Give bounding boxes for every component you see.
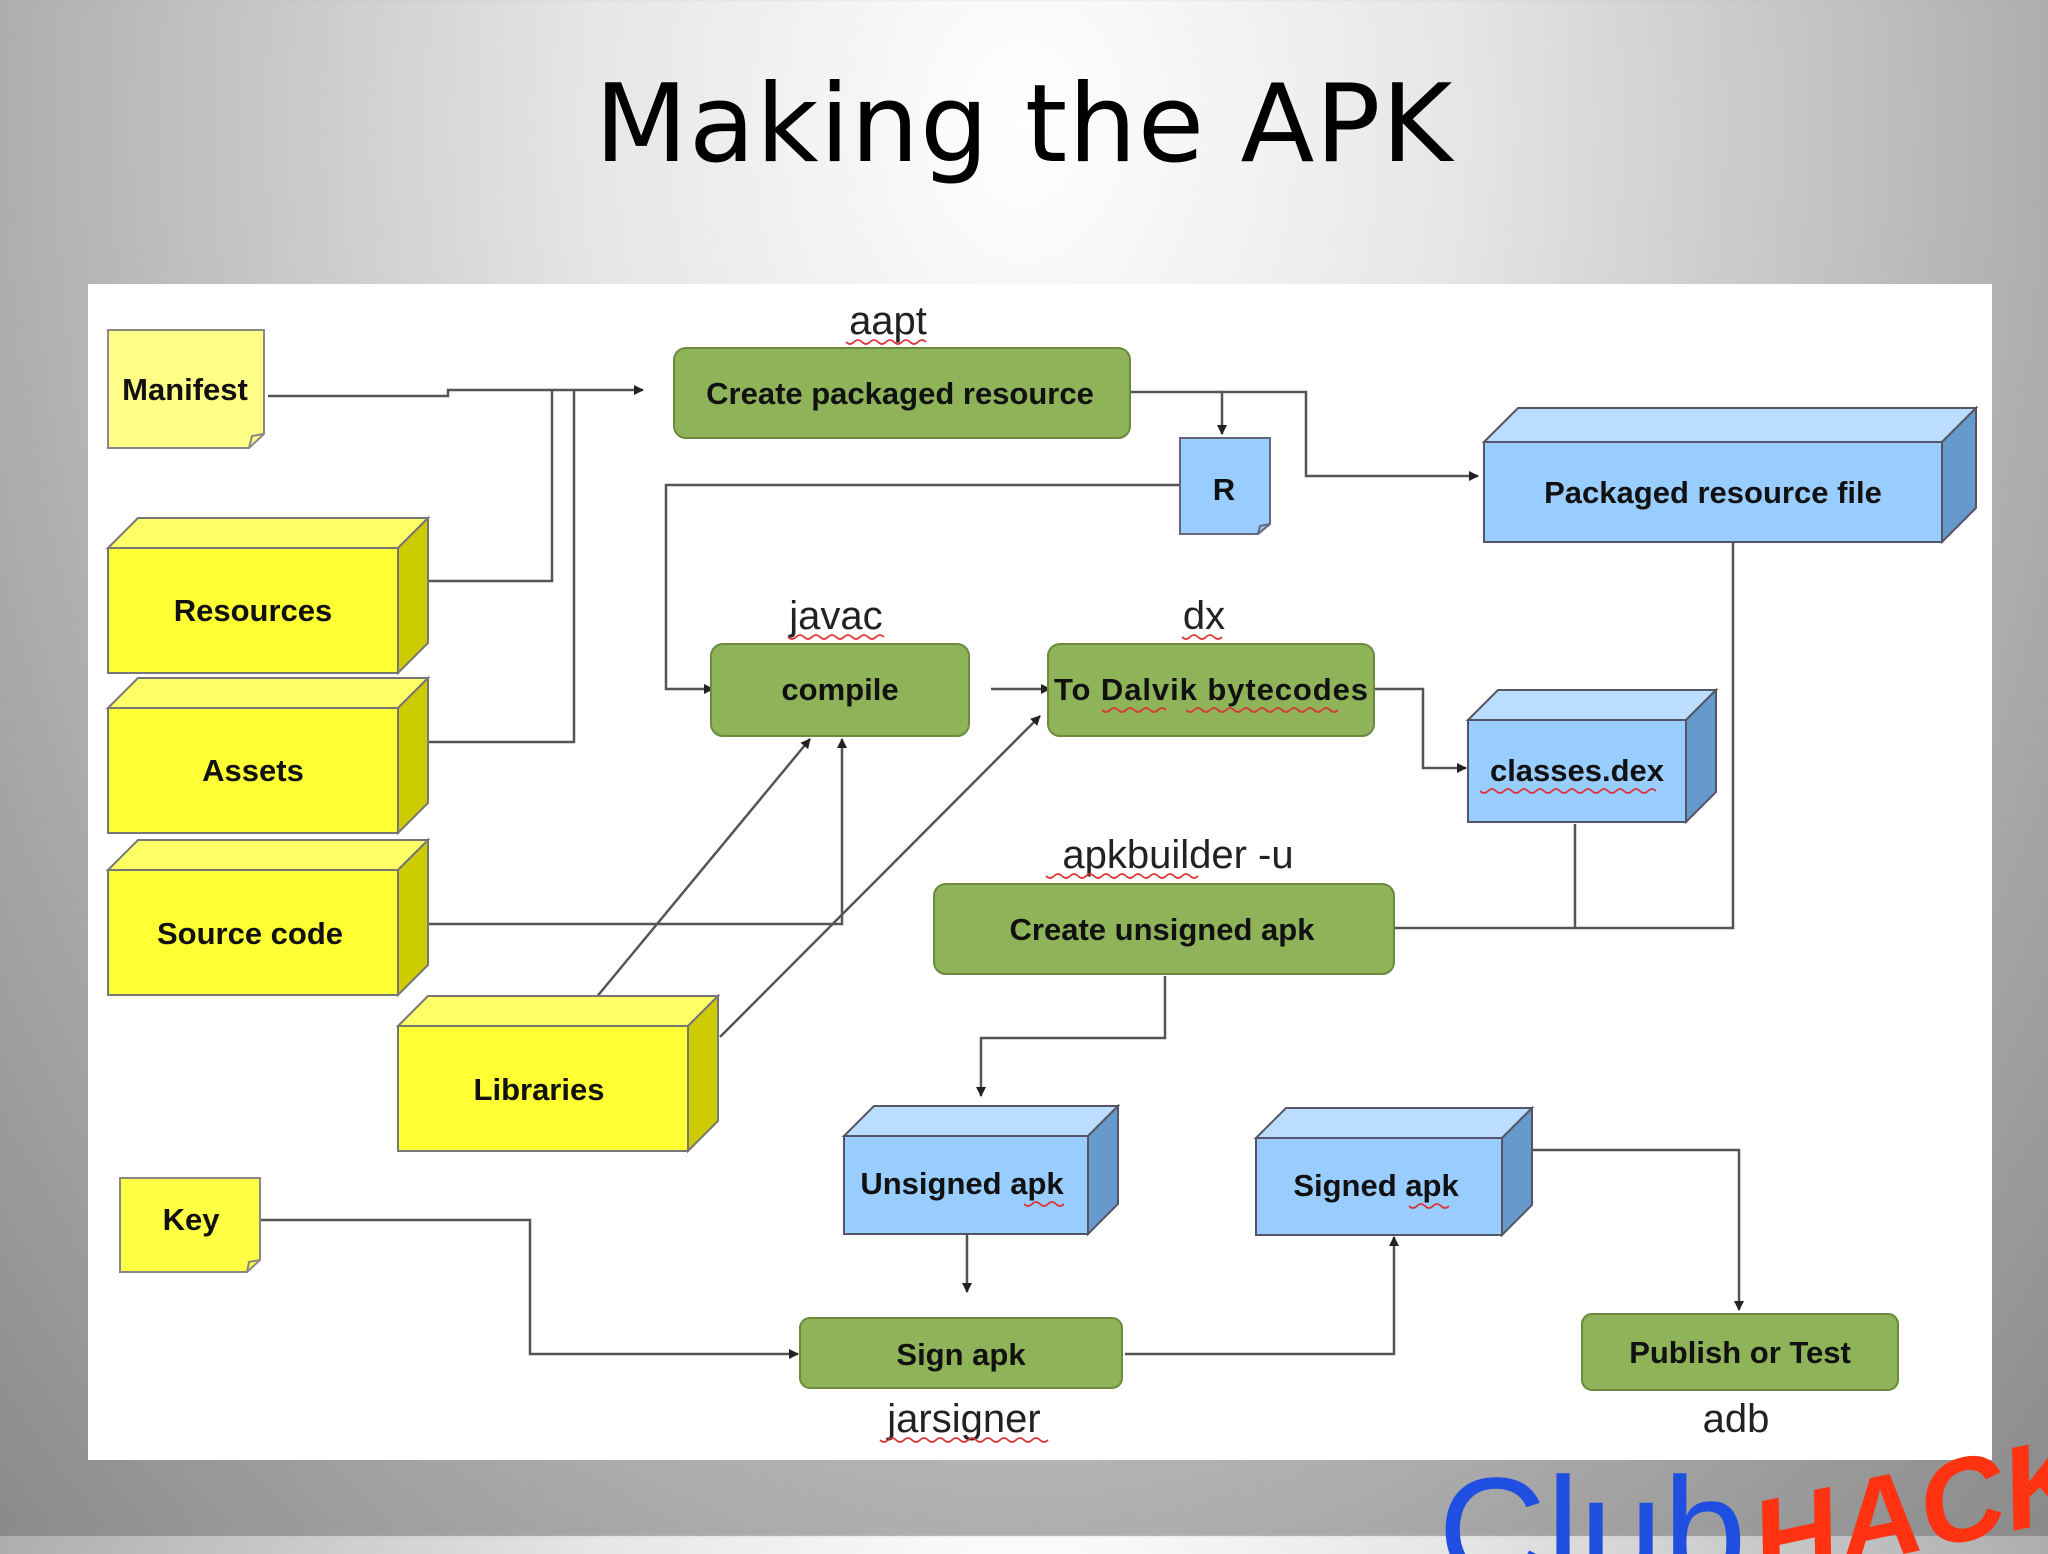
connector-libraries-compile <box>580 738 811 1017</box>
spellcheck-underline <box>1045 873 1199 879</box>
r-node: R <box>1179 437 1271 535</box>
slide-title: Making the APK <box>594 62 1454 187</box>
source-code-node: Source code <box>105 837 431 998</box>
connector-dx-classes <box>1372 687 1467 773</box>
key-node: Key <box>119 1177 261 1273</box>
manifest-node: Manifest <box>107 329 265 449</box>
signed-apk-node: Signed apk <box>1253 1105 1535 1238</box>
signed-apk-label: Signed apk <box>1293 1168 1459 1203</box>
logo-text-hack: HACK <box>1739 1424 2048 1554</box>
tool-label-dx: dx <box>1183 594 1225 638</box>
sign-apk-label: Sign apk <box>896 1337 1026 1372</box>
create-unsigned-apk-label: Create unsigned apk <box>1010 912 1316 947</box>
spellcheck-underline <box>879 1437 1049 1443</box>
connector-aapt-packaged <box>1222 390 1479 481</box>
to-dalvik-node: To Dalvik bytecodes <box>1047 643 1375 737</box>
publish-or-test-node: Publish or Test <box>1581 1313 1899 1391</box>
tool-label-apkbuilder: apkbuilder -u <box>1062 833 1293 877</box>
publish-or-test-label: Publish or Test <box>1629 1335 1851 1370</box>
resources-label: Resources <box>174 593 333 628</box>
connector-manifest-aapt <box>268 385 644 398</box>
packaged-resource-file-label: Packaged resource file <box>1544 475 1882 510</box>
connector-r-compile <box>664 483 1182 694</box>
logo-text-club: Club <box>1438 1446 1747 1554</box>
libraries-node: Libraries <box>395 993 721 1154</box>
tool-label-aapt: aapt <box>849 299 927 343</box>
create-packaged-resource-label: Create packaged resource <box>706 376 1094 411</box>
create-unsigned-apk-node: Create unsigned apk <box>933 883 1395 975</box>
sign-apk-node: Sign apk <box>799 1317 1123 1389</box>
classes-dex-node: classes.dex <box>1465 687 1719 825</box>
spellcheck-underline <box>1101 707 1167 713</box>
unsigned-apk-node: Unsigned apk <box>841 1103 1121 1237</box>
tool-label-javac: javac <box>788 594 882 638</box>
club-hack-logo: Club HACK <box>1438 1424 2048 1554</box>
key-label: Key <box>163 1202 221 1237</box>
connector-resources-aapt <box>428 390 554 583</box>
connector-assets-aapt <box>428 390 576 744</box>
spellcheck-underline <box>1181 634 1223 640</box>
connector-packaged-apkbuilder <box>1372 542 1735 933</box>
connector-signed-publish <box>1530 1148 1744 1311</box>
connector-libraries-dx <box>719 715 1041 1038</box>
connector-apkbuilder-unsigned <box>976 976 1167 1097</box>
libraries-label: Libraries <box>474 1072 605 1107</box>
unsigned-apk-label: Unsigned apk <box>860 1166 1064 1201</box>
compile-node: compile <box>710 643 970 737</box>
spellcheck-underline <box>1023 1201 1065 1207</box>
connector-source-compile <box>428 738 847 926</box>
connector-aapt-r <box>1130 390 1227 435</box>
manifest-label: Manifest <box>122 372 248 407</box>
classes-dex-label: classes.dex <box>1490 753 1665 788</box>
assets-label: Assets <box>202 753 304 788</box>
tool-label-jarsigner: jarsigner <box>886 1397 1040 1441</box>
create-packaged-resource-node: Create packaged resource <box>673 347 1131 439</box>
diagram-panel: Manifest Resources Assets Source code Li… <box>88 284 1992 1460</box>
connectors <box>258 385 1744 1359</box>
spellcheck-underline <box>845 339 927 345</box>
resources-node: Resources <box>105 515 431 676</box>
to-dalvik-label: To Dalvik bytecodes <box>1054 672 1368 707</box>
build-flow-diagram: Manifest Resources Assets Source code Li… <box>105 299 1979 1443</box>
assets-node: Assets <box>105 675 431 836</box>
spellcheck-underline <box>1479 788 1657 794</box>
compile-label: compile <box>781 672 898 707</box>
source-code-label: Source code <box>157 916 343 951</box>
connector-key-sign <box>258 1218 799 1359</box>
r-label: R <box>1213 472 1235 507</box>
spellcheck-underline <box>1185 707 1339 713</box>
spellcheck-underline <box>787 634 885 640</box>
spellcheck-underline <box>1408 1203 1450 1209</box>
packaged-resource-file-node: Packaged resource file <box>1481 405 1979 545</box>
connector-sign-signed <box>1125 1236 1399 1356</box>
tool-label-adb: adb <box>1703 1397 1770 1441</box>
